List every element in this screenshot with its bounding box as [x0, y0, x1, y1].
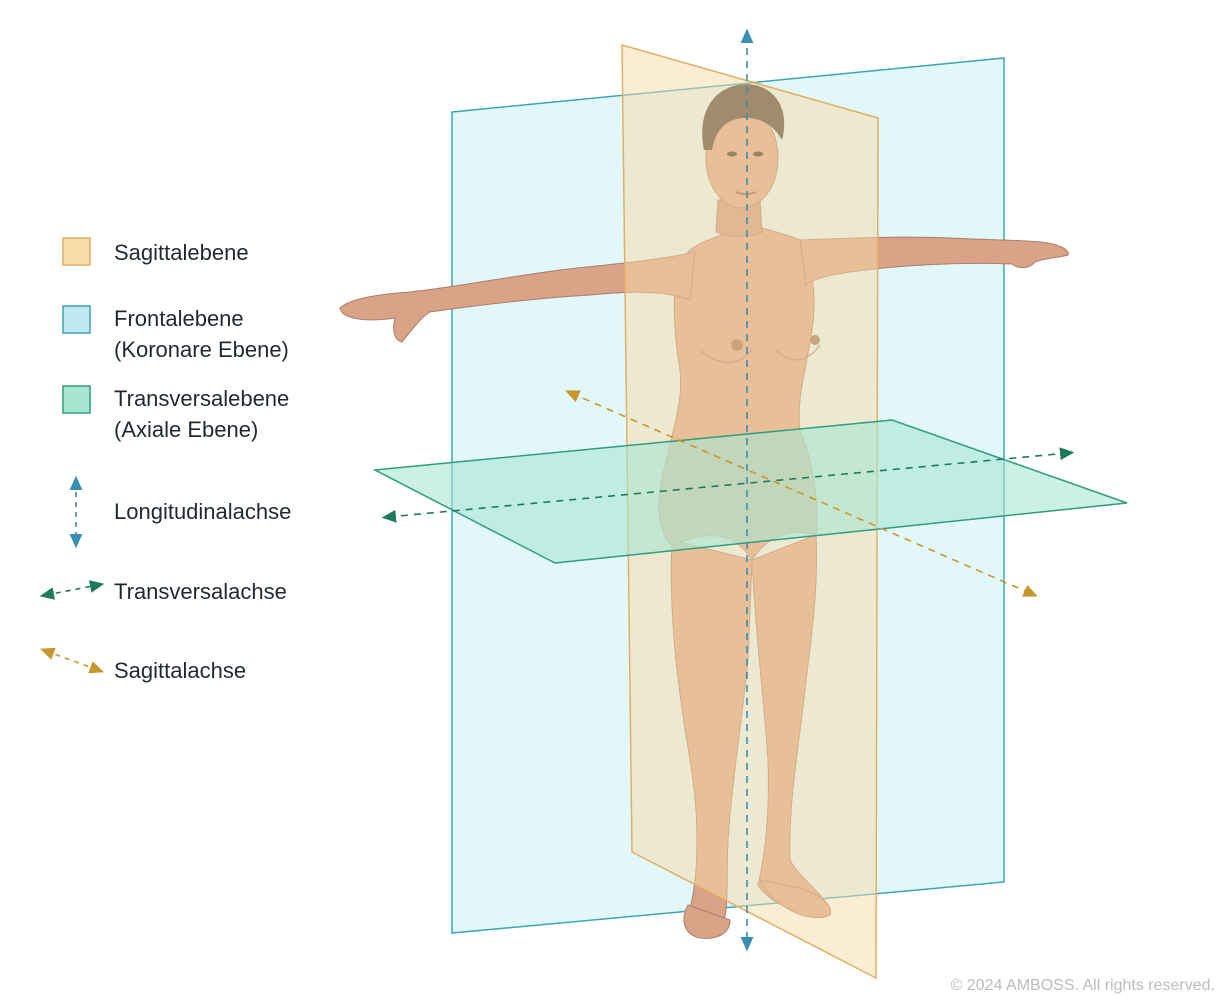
transverse-plane-sublabel: (Axiale Ebene) [114, 417, 258, 442]
sagittal-plane-label: Sagittalebene [114, 240, 249, 265]
legend: Sagittalebene Frontalebene (Koronare Ebe… [39, 237, 291, 683]
frontal-plane-sublabel: (Koronare Ebene) [114, 337, 289, 362]
transverse-plane-swatch [62, 385, 91, 414]
frontal-plane-label: Frontalebene [114, 306, 244, 331]
sagittal-axis-icon [39, 647, 105, 674]
left-foot [683, 904, 731, 939]
copyright-notice: © 2024 AMBOSS. All rights reserved. [950, 977, 1215, 994]
transverse-plane-label: Transversalebene [114, 386, 289, 411]
sagittal-plane-swatch [62, 237, 91, 266]
left-arm [339, 251, 696, 343]
sagittal-axis-label: Sagittalachse [114, 658, 246, 683]
sagittal-axis-line [565, 390, 1038, 597]
frontal-plane-swatch [62, 305, 91, 334]
transverse-axis-icon [39, 580, 105, 600]
longitudinal-axis-label: Longitudinalachse [114, 499, 291, 524]
transverse-axis-label: Transversalachse [114, 579, 287, 604]
